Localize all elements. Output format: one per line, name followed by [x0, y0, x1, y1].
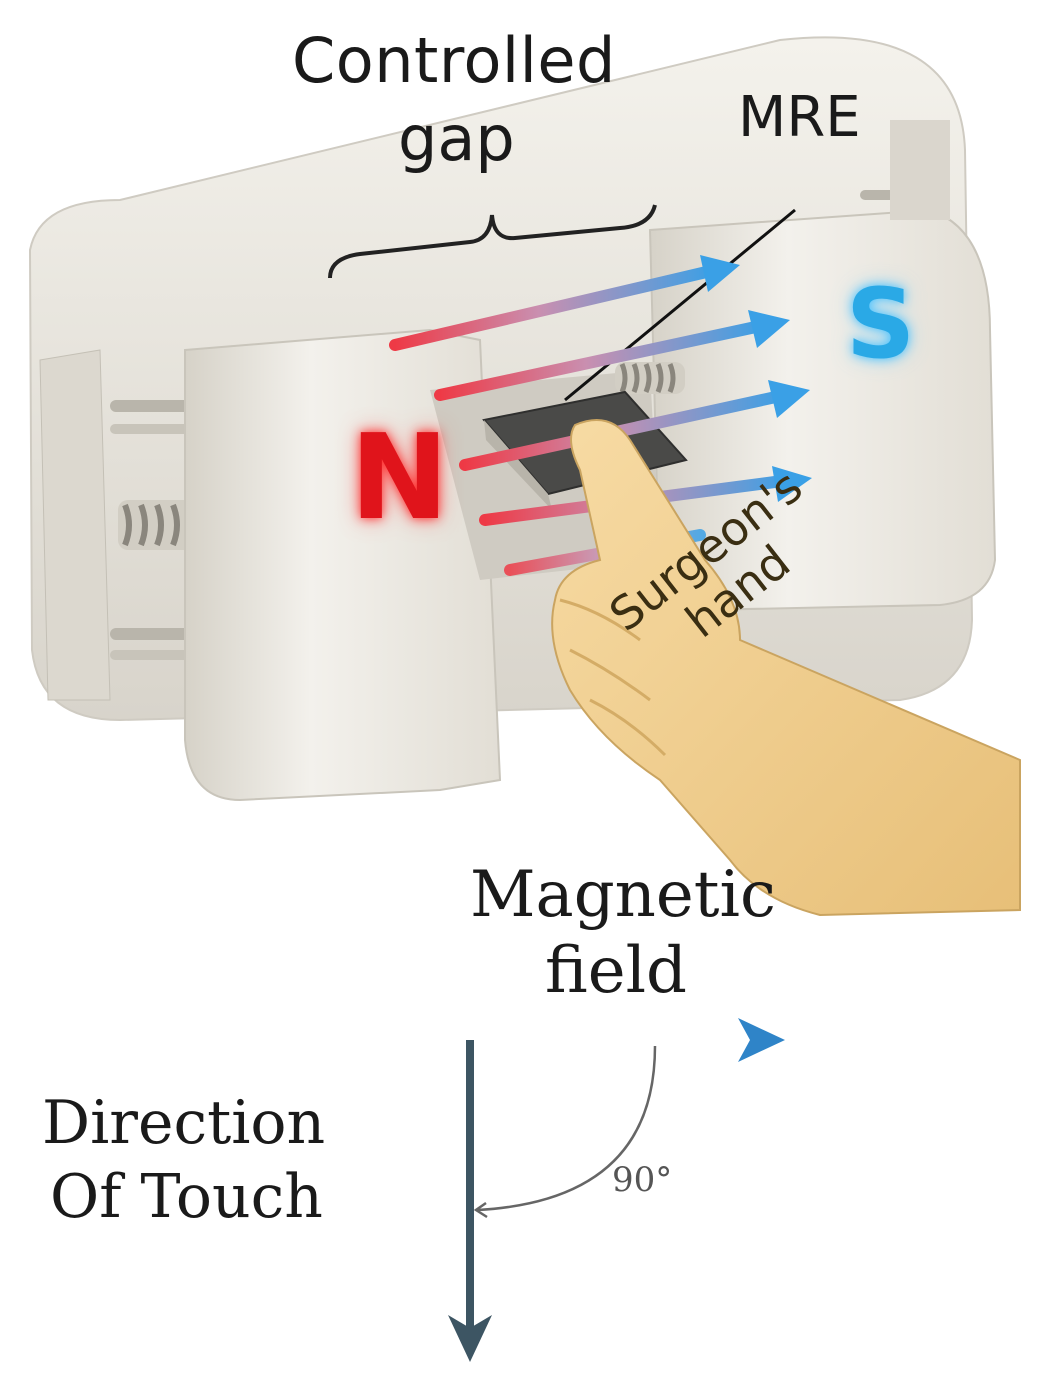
rod-upper-left: [110, 400, 190, 412]
right-angle-arc: [477, 1045, 657, 1212]
magnetic-field-arrowhead-icon: [738, 1018, 785, 1062]
rod-lower-left-2: [110, 650, 190, 660]
north-pole-label: N: [350, 408, 449, 546]
rod-upper-left-2: [110, 424, 190, 434]
mre-pointer-line: [564, 208, 796, 402]
magnetic-label: Magnetic: [470, 858, 776, 932]
field-arrow-icon: [459, 380, 810, 471]
south-magnet-block: [648, 208, 997, 612]
of-touch-label: Of Touch: [50, 1162, 323, 1232]
controlled-label: Controlled: [292, 24, 616, 97]
gap-label: gap: [398, 102, 515, 175]
surgeon-hand: [551, 419, 1021, 917]
direction-label: Direction: [42, 1088, 326, 1158]
right-end-block: [890, 120, 950, 220]
axis-diagram: [448, 1018, 785, 1362]
gap-brace: [328, 204, 657, 279]
mre-label: MRE: [738, 85, 861, 150]
left-end-block: [39, 349, 111, 701]
field-arrow-icon: [389, 255, 740, 351]
angle-label: 90°: [612, 1160, 673, 1200]
spring-center-icon: [615, 362, 685, 394]
rod-lower-left: [110, 628, 190, 640]
field-arrow-icon: [434, 310, 790, 401]
north-magnet-block: [184, 328, 502, 802]
field-label: field: [545, 934, 687, 1008]
south-pole-label: S: [846, 268, 916, 380]
touch-direction-arrowhead-icon: [448, 1315, 492, 1362]
